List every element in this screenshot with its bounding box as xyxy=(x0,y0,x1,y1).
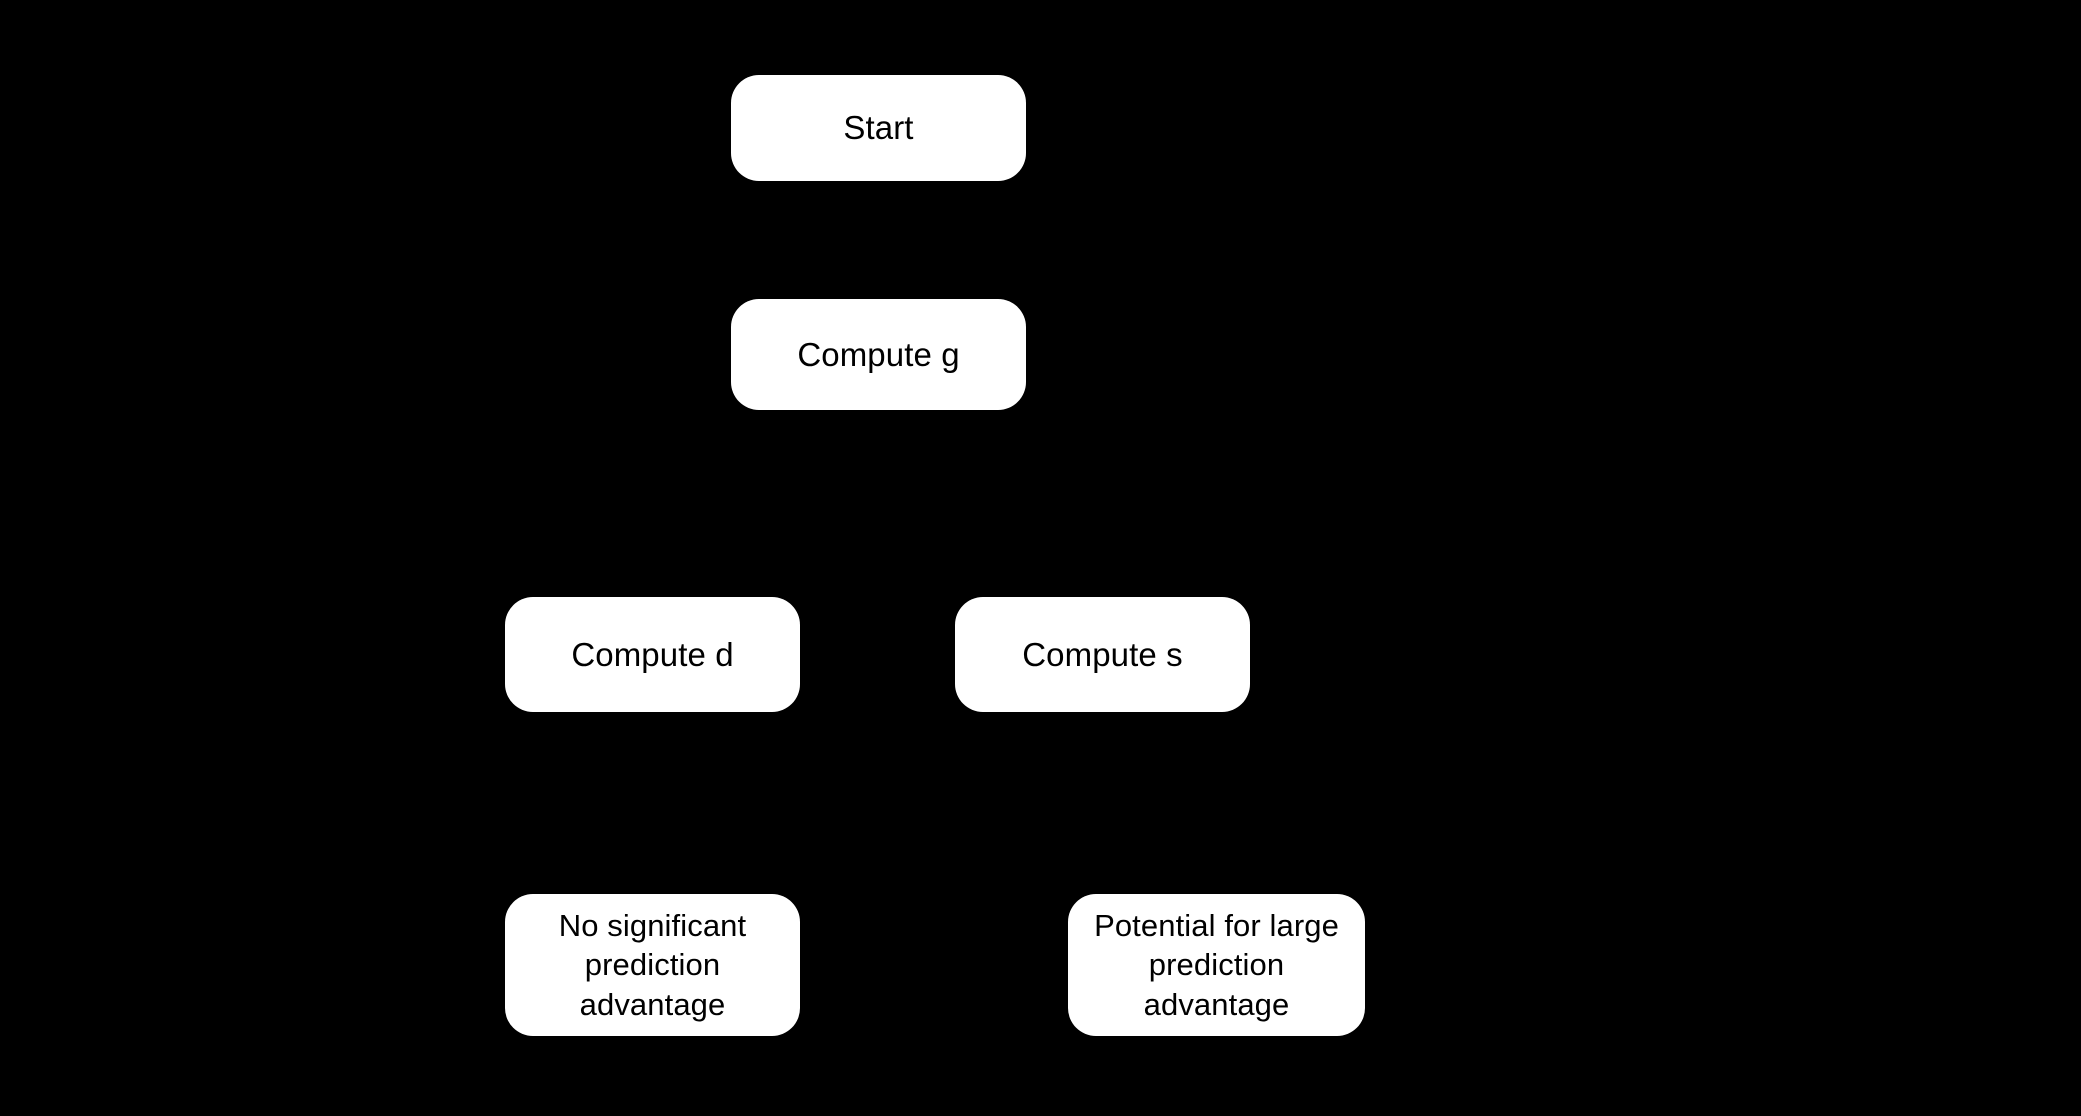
node-no-significant-prediction-advantage[interactable]: No significant prediction advantage xyxy=(505,894,800,1036)
arrow-stub-compute-s xyxy=(961,704,968,713)
node-potential-for-large-prediction-advantage[interactable]: Potential for large prediction advantage xyxy=(1068,894,1365,1036)
node-compute-d-label: Compute d xyxy=(571,635,734,673)
node-compute-s-label: Compute s xyxy=(1022,635,1183,673)
node-start-label: Start xyxy=(843,109,914,147)
node-compute-g-label: Compute g xyxy=(797,335,960,373)
edge-compute-s-to-large-advantage xyxy=(1100,712,1229,887)
edge-compute-g-to-compute-s xyxy=(876,410,1115,590)
edge-compute-g-to-compute-d xyxy=(639,410,880,590)
node-compute-g[interactable]: Compute g xyxy=(731,299,1026,410)
node-start[interactable]: Start xyxy=(731,75,1026,181)
node-compute-d[interactable]: Compute d xyxy=(505,597,800,712)
node-large-advantage-label: Potential for large prediction advantage xyxy=(1094,907,1339,1022)
node-no-advantage-label: No significant prediction advantage xyxy=(558,907,747,1022)
node-compute-s[interactable]: Compute s xyxy=(955,597,1250,712)
